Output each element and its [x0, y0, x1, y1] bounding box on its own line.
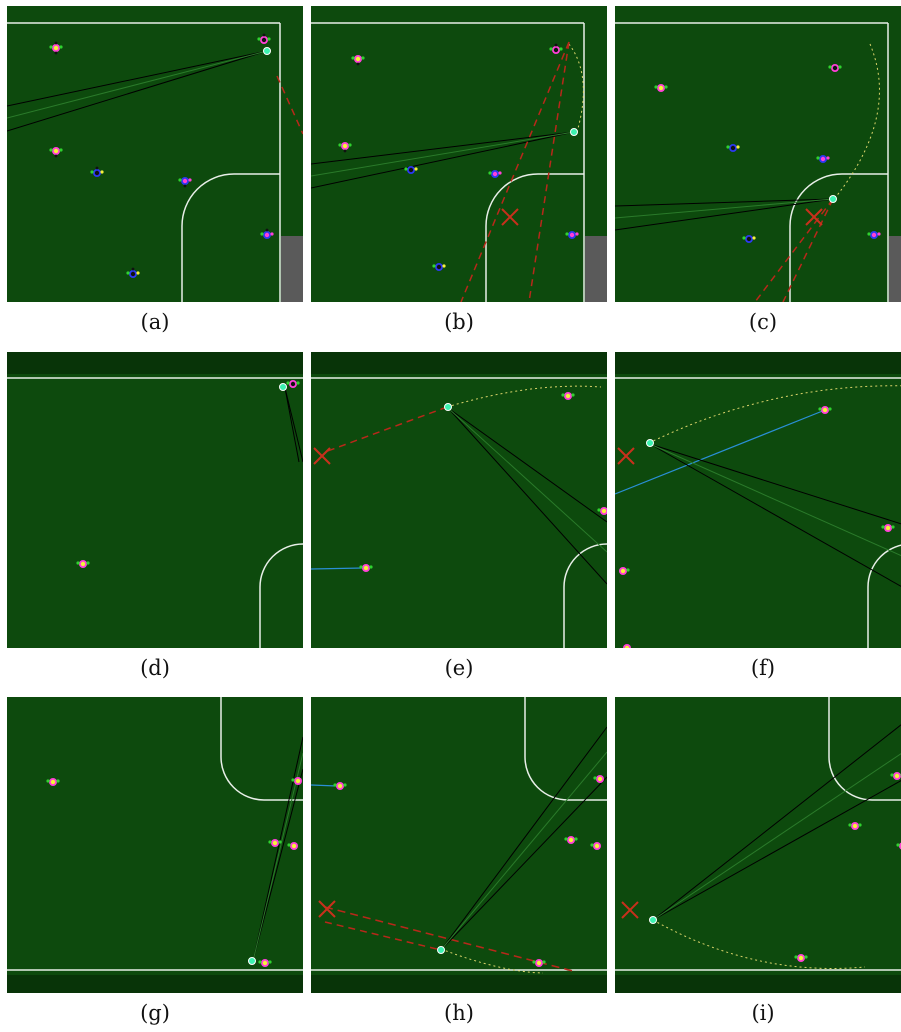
goal: [889, 236, 901, 302]
panel-e: [311, 352, 607, 648]
goal: [281, 236, 303, 302]
panel-caption: (c): [615, 310, 901, 334]
panel-h: [311, 697, 607, 993]
ball-icon: [445, 404, 452, 411]
ball-icon: [650, 917, 657, 924]
panel-b: [311, 6, 607, 302]
ball-icon: [280, 384, 287, 391]
panel-caption: (e): [311, 656, 607, 680]
panel-caption: (b): [311, 310, 607, 334]
panel-caption: (d): [7, 656, 303, 680]
ball-icon: [438, 947, 445, 954]
panel-c: [615, 6, 901, 302]
panel-caption: (g): [7, 1001, 303, 1025]
ball-icon: [647, 440, 654, 447]
panel-caption: (a): [7, 310, 303, 334]
ball-icon: [571, 129, 578, 136]
ball-icon: [830, 196, 837, 203]
ball-icon: [249, 958, 256, 965]
goal: [585, 236, 607, 302]
panel-a: [7, 6, 303, 302]
panel-d: [7, 352, 303, 648]
panel-g: [7, 697, 303, 993]
panel-f: [615, 352, 901, 648]
panel-caption: (f): [615, 656, 901, 680]
panel-caption: (h): [311, 1001, 607, 1025]
panel-i: [615, 697, 901, 993]
ball-icon: [264, 48, 271, 55]
panel-caption: (i): [615, 1001, 901, 1025]
